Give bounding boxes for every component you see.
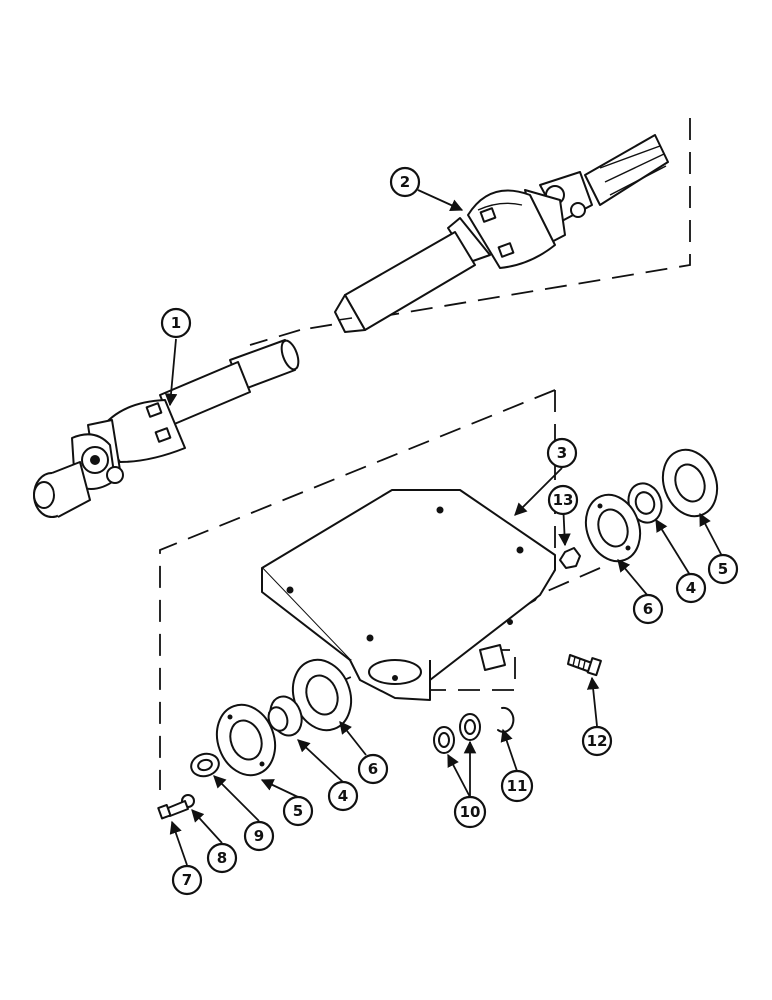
callout-11: 11 xyxy=(500,769,534,803)
snap-ring-11 xyxy=(497,706,515,733)
callout-2: 2 xyxy=(389,166,421,198)
shaft-half-upper xyxy=(334,134,669,333)
callout-5-right-label: 5 xyxy=(718,560,728,578)
callout-4-left: 4 xyxy=(327,780,359,812)
right-flange-5 xyxy=(661,448,719,518)
callout-6-left: 6 xyxy=(357,753,389,785)
callout-13-label: 13 xyxy=(553,491,574,509)
right-flange-6 xyxy=(584,493,642,563)
callout-5-right: 5 xyxy=(707,553,739,585)
callout-1: 1 xyxy=(160,307,192,339)
bolt-7 xyxy=(157,800,189,820)
callout-6-right: 6 xyxy=(632,593,664,625)
callout-6-right-label: 6 xyxy=(643,600,653,618)
callout-5-left-label: 5 xyxy=(293,802,303,820)
washers-10 xyxy=(433,713,481,754)
right-bearing-4 xyxy=(627,482,663,524)
callout-4-left-label: 4 xyxy=(338,787,348,805)
callout-12-label: 12 xyxy=(587,732,608,750)
callout-9-label: 9 xyxy=(254,827,264,845)
callout-3: 3 xyxy=(546,437,578,469)
callout-leaders xyxy=(164,189,723,866)
callout-8: 8 xyxy=(206,842,238,874)
assembly-dashed-lines xyxy=(159,118,691,790)
callout-4-right-label: 4 xyxy=(686,579,696,597)
callout-12: 12 xyxy=(581,725,613,757)
left-flange-5 xyxy=(215,703,277,777)
callout-13: 13 xyxy=(547,484,579,516)
callout-11-label: 11 xyxy=(507,777,528,795)
callout-1-label: 1 xyxy=(171,314,181,332)
bolt-12 xyxy=(567,654,602,677)
callout-6-left-label: 6 xyxy=(368,760,378,778)
callout-7: 7 xyxy=(171,864,203,896)
callout-10-label: 10 xyxy=(460,803,481,821)
callout-7-label: 7 xyxy=(182,871,192,889)
callout-8-label: 8 xyxy=(217,849,227,867)
callout-5-left: 5 xyxy=(282,795,314,827)
callout-3-label: 3 xyxy=(557,444,567,462)
left-flange-6 xyxy=(291,658,353,732)
callout-10: 10 xyxy=(453,795,487,829)
callout-9: 9 xyxy=(243,820,275,852)
shaft-half-lower xyxy=(33,339,300,518)
left-bearing-4 xyxy=(267,695,303,737)
callout-2-label: 2 xyxy=(400,173,410,191)
callout-4-right: 4 xyxy=(675,572,707,604)
seal-9 xyxy=(190,752,220,778)
nut-13 xyxy=(559,547,581,569)
mounting-bracket xyxy=(261,489,556,701)
